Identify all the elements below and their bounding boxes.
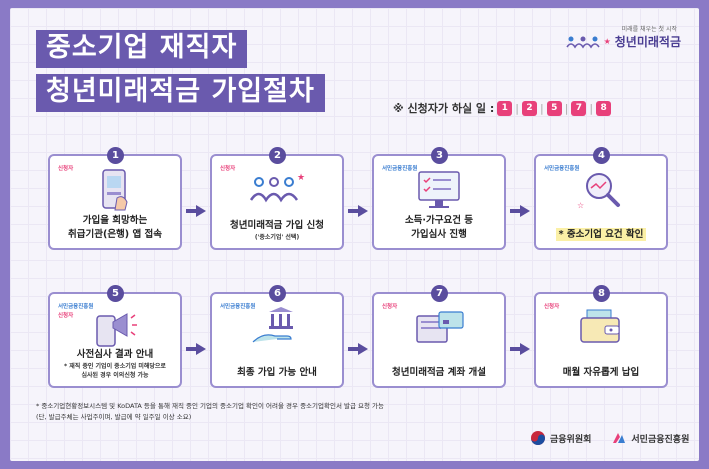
note-step-badge: 8 <box>596 100 612 116</box>
people-logo-icon <box>565 36 600 48</box>
flow-arrow <box>186 343 206 355</box>
step-label-small-2: 심사된 경우 이의신청 가능 <box>81 372 149 379</box>
step-tag: 신청자 <box>220 166 236 172</box>
step-tag: 신청자 <box>58 166 74 172</box>
step-number: 2 <box>269 147 286 164</box>
step-label-line-2: 취급기관(은행) 앱 접속 <box>68 229 162 240</box>
flow-arrow <box>348 343 368 355</box>
step-label-line-1: 매월 자유롭게 납입 <box>562 367 640 378</box>
step-label-line-1: 청년미래적금 계좌 개설 <box>391 367 486 378</box>
flow-arrow <box>348 205 368 217</box>
step-tag: 서민금융진흥원 <box>382 166 418 172</box>
step-card-5: 5 서민금융진흥원 신청자 사전심사 결과 안내 * 재직 중인 기업이 중소기… <box>48 285 182 388</box>
step-number: 3 <box>431 147 448 164</box>
monitor-checklist-icon <box>418 171 460 208</box>
step-card-2: 2 신청자 ★ 청년미래적금 가입 신청 ('중소기업' 선택) <box>210 147 344 250</box>
step-card-7: 7 신청자 청년미래적금 계좌 개설 <box>372 285 506 388</box>
step-label-line-1: 최종 가입 가능 안내 <box>237 367 317 378</box>
poster-page: 중소기업 재직자 청년미래적금 가입절차 미래를 채우는 첫 시작 ★ 청년미래… <box>10 8 699 461</box>
step-card-3: 3 서민금융진흥원 소득·가구요건 등 가입심사 진행 <box>372 147 506 250</box>
step-tag: 신청자 <box>544 304 560 310</box>
org-logos: 금융위원회 서민금융진흥원 <box>530 430 689 446</box>
mobile-app-icon <box>102 169 128 211</box>
taegeuk-icon <box>531 431 545 445</box>
footnote: * 중소기업현황정보시스템 및 KoDATA 등을 통해 재직 중인 기업의 중… <box>36 401 384 423</box>
step-number: 7 <box>431 285 448 302</box>
footnote-line-2: (단, 발급주체는 사업주이며, 발급에 약 일주일 이상 소요) <box>36 413 192 421</box>
wallet-icon <box>580 309 620 343</box>
note-step-badge: 7 <box>571 100 587 116</box>
fsc-name: 금융위원회 <box>550 434 592 445</box>
logo-title: 청년미래적금 <box>614 35 681 49</box>
step-label-line-2: 가입심사 진행 <box>411 229 467 240</box>
fsc-logo: 금융위원회 <box>530 430 591 446</box>
step-label-small: ('중소기업' 선택) <box>254 234 300 241</box>
note-step-badge: 2 <box>521 100 537 116</box>
step-tag: 신청자 <box>58 313 74 319</box>
kinfa-logo: 서민금융진흥원 <box>611 431 689 445</box>
bank-hand-icon <box>252 307 293 343</box>
megaphone-phone-icon <box>96 313 137 347</box>
step-label-line-1: 사전심사 결과 안내 <box>76 349 154 360</box>
kinfa-mark-icon <box>613 433 626 443</box>
step-number: 8 <box>593 285 610 302</box>
svg-text:☆: ☆ <box>577 201 584 210</box>
note-step-badge: 5 <box>546 100 562 116</box>
step-number: 1 <box>107 147 124 164</box>
campaign-logo: 미래를 채우는 첫 시작 ★ 청년미래적금 <box>565 24 681 50</box>
step-tag: 신청자 <box>382 304 398 310</box>
note-step-badge: 1 <box>497 100 513 116</box>
title-line-1: 중소기업 재직자 <box>36 30 248 68</box>
step-label-small-1: * 재직 중인 기업이 중소기업 미해당으로 <box>64 363 166 370</box>
step-label-line-1: 청년미래적금 가입 신청 <box>229 220 324 231</box>
step-label-line-1: * 중소기업 요건 확인 <box>555 228 647 241</box>
note-text: ※ 신청자가 하실 일 : <box>393 102 495 115</box>
kinfa-name: 서민금융진흥원 <box>631 434 690 445</box>
step-label-line-1: 가입을 희망하는 <box>82 215 148 226</box>
bankbook-icon <box>416 311 464 343</box>
flow-arrow <box>510 343 530 355</box>
flow-arrow <box>186 205 206 217</box>
step-number: 5 <box>107 285 124 302</box>
svg-text:★: ★ <box>297 173 305 183</box>
magnifier-icon: ☆ <box>577 173 620 210</box>
logo-subtitle: 미래를 채우는 첫 시작 <box>621 26 677 33</box>
step-card-1: 1 신청자 가입을 희망하는 취급기관(은행) 앱 접속 <box>48 147 182 250</box>
applicant-tasks-note: ※ 신청자가 하실 일 : 1| 2| 5| 7| 8 <box>393 100 612 116</box>
step-label-line-1: 소득·가구요건 등 <box>404 215 474 226</box>
step-card-6: 6 서민금융진흥원 최종 가입 가능 안내 <box>210 285 344 388</box>
footnote-line-1: * 중소기업현황정보시스템 및 KoDATA 등을 통해 재직 중인 기업의 중… <box>36 402 385 410</box>
step-card-4: 4 서민금융진흥원 ☆ * 중소기업 요건 확인 <box>534 147 668 250</box>
title-line-2: 청년미래적금 가입절차 <box>36 74 325 112</box>
people-icon: ★ <box>249 173 305 203</box>
step-number: 4 <box>593 147 610 164</box>
step-number: 6 <box>269 285 286 302</box>
step-tag: 서민금융진흥원 <box>544 166 580 172</box>
flow-arrow <box>510 205 530 217</box>
step-tag: 서민금융진흥원 <box>220 304 256 310</box>
step-card-8: 8 신청자 매월 자유롭게 납입 <box>534 285 668 388</box>
step-tag: 서민금융진흥원 <box>58 304 94 310</box>
